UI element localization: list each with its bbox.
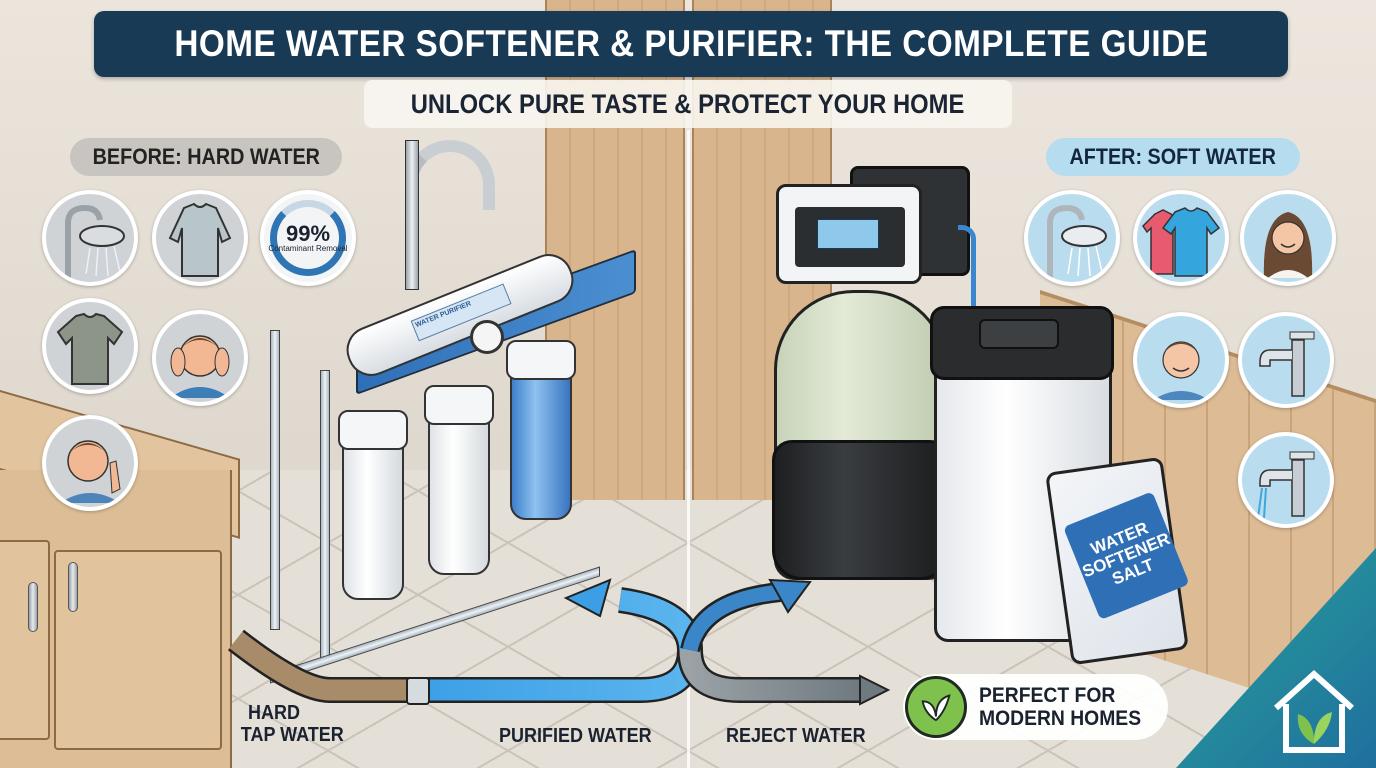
stat-value: 99% (285, 220, 331, 246)
title-banner: HOME WATER SOFTENER & PURIFIER: THE COMP… (94, 11, 1288, 77)
cabinet-handle (28, 582, 38, 632)
subtitle-banner: UNLOCK PURE TASTE & PROTECT YOUR HOME (364, 80, 1012, 128)
cabinet-handle (68, 562, 78, 612)
shiny-faucet-icon (1238, 312, 1334, 408)
before-label-text: BEFORE: HARD WATER (92, 144, 320, 169)
canister-cap (424, 385, 494, 425)
hard-tap-line-2: TAP WATER (240, 724, 344, 746)
hard-tap-line-1: HARD (248, 702, 301, 724)
hard-tap-water-label: HARD TAP WATER (241, 702, 344, 746)
bright-tshirts-icon (1133, 190, 1229, 286)
callout-text: PERFECT FOR MODERN HOMES (979, 684, 1141, 730)
leaf-icon (905, 676, 967, 738)
stat-label: Contaminant Removal (268, 243, 348, 253)
resin-tank-base (772, 440, 950, 580)
stained-sweater-icon (152, 190, 248, 286)
filter-canister-3 (506, 340, 576, 520)
canister-cap (506, 340, 576, 380)
water-hose (958, 225, 976, 315)
progress-ring (270, 200, 346, 276)
faded-tshirt-icon (42, 298, 138, 394)
lcd-display (817, 219, 879, 249)
purified-water-label: PURIFIED WATER (499, 725, 652, 747)
after-label-text: AFTER: SOFT WATER (1069, 144, 1277, 169)
modern-homes-callout: PERFECT FOR MODERN HOMES (903, 674, 1168, 740)
filter-canister-2 (424, 385, 494, 575)
before-label: BEFORE: HARD WATER (70, 138, 342, 176)
happy-man-icon (1133, 312, 1229, 408)
dry-skin-person-icon (42, 415, 138, 511)
cabinet-door-right (54, 550, 222, 750)
happy-woman-icon (1240, 190, 1336, 286)
irritated-person-icon (152, 310, 248, 406)
canister-cap (338, 410, 408, 450)
wooden-cabinet (0, 470, 232, 768)
frame-post (320, 370, 330, 660)
callout-line-2: MODERN HOMES (979, 707, 1142, 730)
clean-shower-head-icon (1024, 190, 1120, 286)
running-faucet-icon (1238, 432, 1334, 528)
control-panel (795, 207, 905, 267)
contaminant-removal-stat-badge: 99% Contaminant Removal (260, 190, 356, 286)
pressure-gauge-icon (470, 320, 504, 354)
callout-line-1: PERFECT FOR (979, 683, 1116, 707)
page-title: HOME WATER SOFTENER & PURIFIER: THE COMP… (174, 23, 1208, 64)
filter-canister-1 (338, 410, 408, 600)
shower-head-scale-icon (42, 190, 138, 286)
brine-tank-lid (930, 306, 1114, 380)
page-subtitle: UNLOCK PURE TASTE & PROTECT YOUR HOME (411, 88, 965, 119)
frame-post (270, 330, 280, 630)
control-head (776, 184, 922, 284)
home-leaf-logo-icon (1273, 669, 1355, 753)
cabinet-door-left (0, 540, 50, 740)
lid-cap (979, 319, 1059, 349)
before-after-divider (687, 130, 690, 768)
after-label: AFTER: SOFT WATER (1046, 138, 1300, 176)
faucet-pipe (405, 140, 419, 290)
reject-water-label: REJECT WATER (726, 725, 866, 747)
reverse-osmosis-purifier: WATER PURIFIER (260, 140, 636, 684)
